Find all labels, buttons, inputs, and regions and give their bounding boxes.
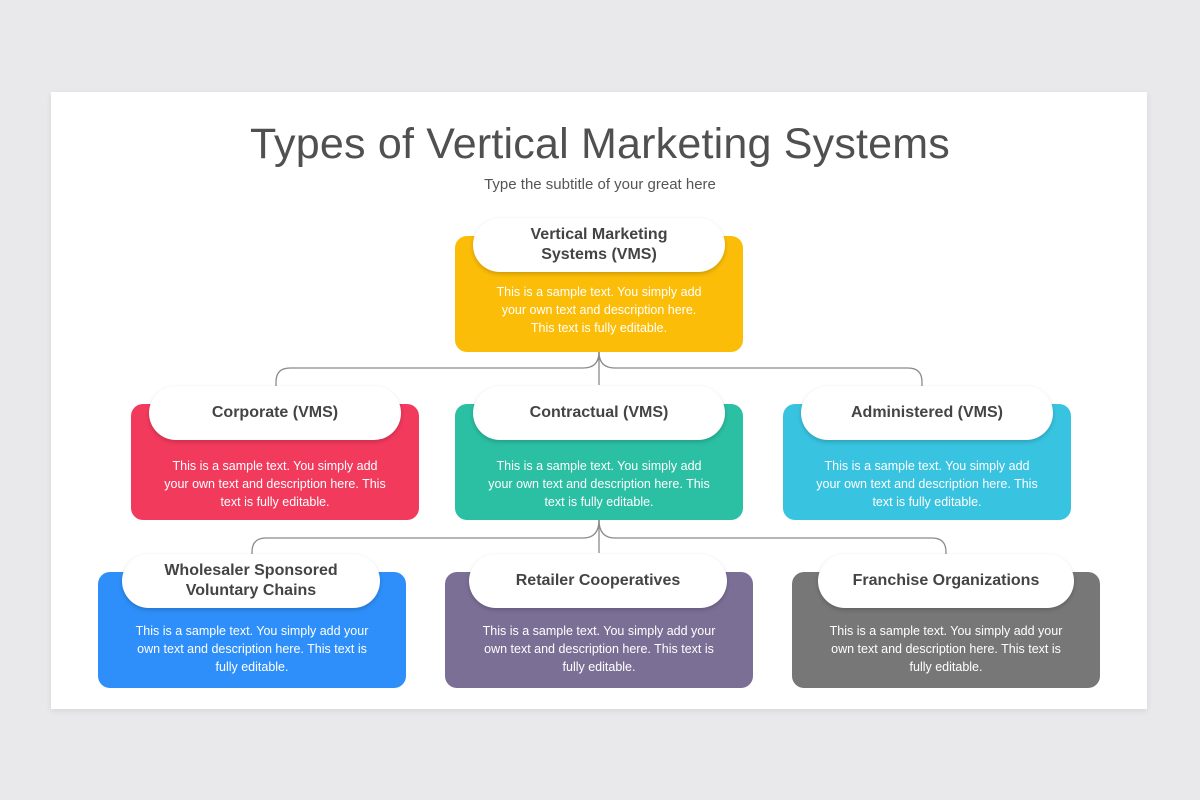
node-wholesaler-title: Wholesaler Sponsored Voluntary Chains: [122, 554, 380, 608]
connector-root-left: [275, 351, 600, 388]
node-vms: Vertical Marketing Systems (VMS) This is…: [455, 218, 743, 352]
node-administered-description: This is a sample text. You simply add yo…: [816, 459, 1038, 509]
node-contractual-title: Contractual (VMS): [473, 386, 725, 440]
node-administered: Administered (VMS) This is a sample text…: [783, 386, 1071, 520]
node-administered-title: Administered (VMS): [801, 386, 1053, 440]
node-franchise-description: This is a sample text. You simply add yo…: [829, 624, 1063, 674]
node-contractual-description: This is a sample text. You simply add yo…: [488, 459, 710, 509]
node-franchise: Franchise Organizations This is a sample…: [792, 554, 1100, 688]
node-franchise-title: Franchise Organizations: [818, 554, 1074, 608]
connector-contractual-right: [598, 519, 947, 556]
node-wholesaler-description: This is a sample text. You simply add yo…: [135, 624, 369, 674]
node-corporate-title: Corporate (VMS): [149, 386, 401, 440]
node-vms-description: This is a sample text. You simply add yo…: [496, 285, 702, 335]
node-retailer: Retailer Cooperatives This is a sample t…: [445, 554, 753, 688]
connector-root-right: [598, 351, 923, 388]
node-vms-title: Vertical Marketing Systems (VMS): [473, 218, 725, 272]
node-corporate: Corporate (VMS) This is a sample text. Y…: [131, 386, 419, 520]
node-contractual: Contractual (VMS) This is a sample text.…: [455, 386, 743, 520]
node-retailer-description: This is a sample text. You simply add yo…: [482, 624, 716, 674]
node-wholesaler: Wholesaler Sponsored Voluntary Chains Th…: [98, 554, 406, 688]
connector-contractual-left: [251, 519, 600, 556]
node-corporate-description: This is a sample text. You simply add yo…: [164, 459, 386, 509]
page-title: Types of Vertical Marketing Systems: [249, 120, 951, 168]
page-subtitle: Type the subtitle of your great here: [484, 176, 716, 193]
node-retailer-title: Retailer Cooperatives: [469, 554, 727, 608]
